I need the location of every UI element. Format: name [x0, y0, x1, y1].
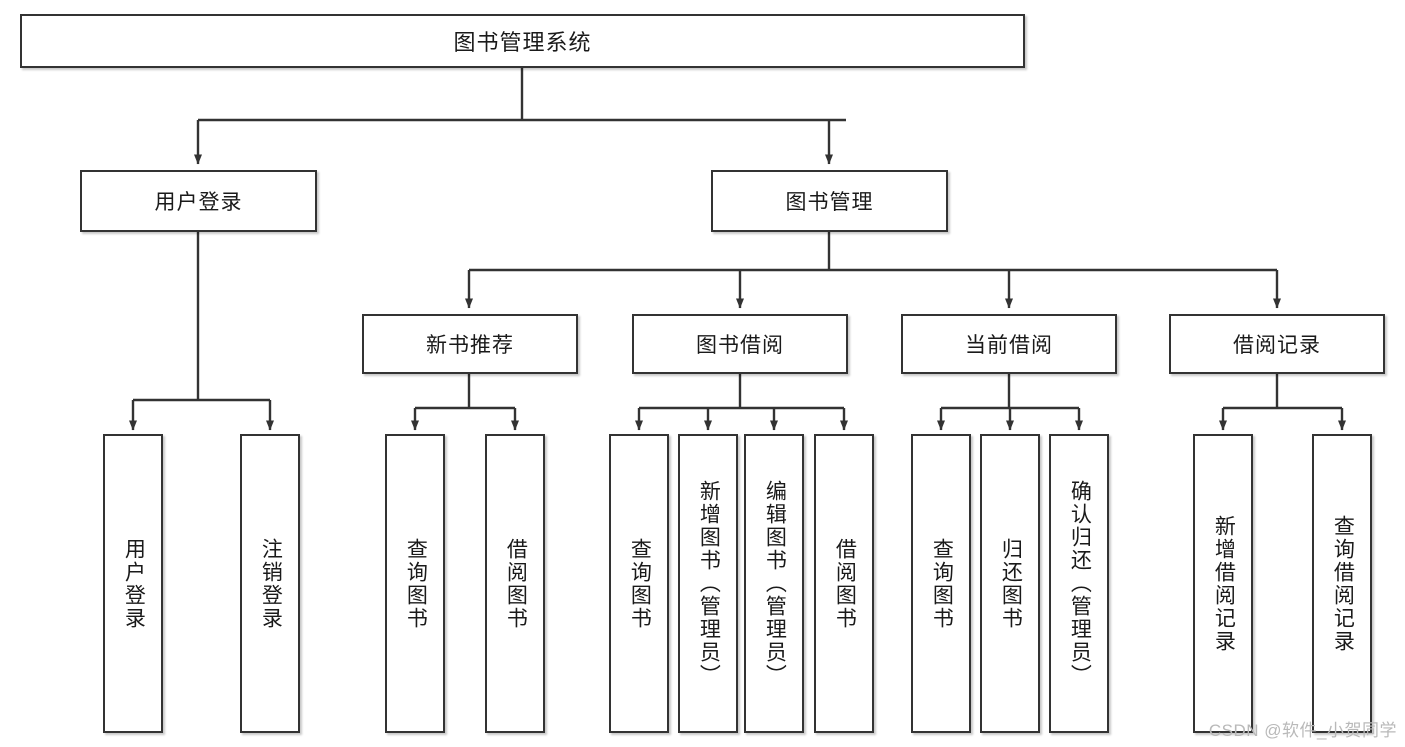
node-current-borrow-label: 当前借阅 — [965, 334, 1053, 357]
node-borrow-record[interactable]: 借阅记录 — [1169, 314, 1385, 374]
node-leaf-borrow-book-1[interactable]: 借阅图书 — [485, 434, 545, 733]
node-book-borrow[interactable]: 图书借阅 — [632, 314, 848, 374]
node-leaf-query-book-3[interactable]: 查询图书 — [911, 434, 971, 733]
node-leaf-borrow-book-2[interactable]: 借阅图书 — [814, 434, 874, 733]
node-new-book-recommend[interactable]: 新书推荐 — [362, 314, 578, 374]
node-leaf-query-book-2[interactable]: 查询图书 — [609, 434, 669, 733]
node-user-login-label: 用户登录 — [154, 191, 243, 214]
node-leaf-borrow-book-1-label: 借阅图书 — [504, 537, 528, 630]
node-leaf-add-book[interactable]: 新增图书（管理员） — [678, 434, 738, 733]
node-root[interactable]: 图书管理系统 — [20, 14, 1025, 68]
node-leaf-logout-login[interactable]: 注销登录 — [240, 434, 300, 733]
node-leaf-query-record[interactable]: 查询借阅记录 — [1312, 434, 1372, 733]
node-borrow-record-label: 借阅记录 — [1233, 334, 1321, 357]
node-leaf-query-book-2-label: 查询图书 — [628, 537, 652, 630]
node-leaf-user-login-label: 用户登录 — [122, 537, 146, 630]
node-leaf-logout-login-label: 注销登录 — [259, 537, 283, 630]
node-leaf-add-book-label: 新增图书（管理员） — [697, 480, 721, 687]
node-leaf-query-book-1[interactable]: 查询图书 — [385, 434, 445, 733]
node-new-book-recommend-label: 新书推荐 — [426, 334, 514, 357]
node-leaf-confirm-return[interactable]: 确认归还（管理员） — [1049, 434, 1109, 733]
node-leaf-query-book-1-label: 查询图书 — [404, 537, 428, 630]
node-leaf-return-book-label: 归还图书 — [999, 537, 1023, 630]
node-book-manage[interactable]: 图书管理 — [711, 170, 948, 232]
node-leaf-borrow-book-2-label: 借阅图书 — [833, 537, 857, 630]
node-book-borrow-label: 图书借阅 — [696, 334, 784, 357]
node-leaf-query-book-3-label: 查询图书 — [930, 537, 954, 630]
node-user-login[interactable]: 用户登录 — [80, 170, 317, 232]
node-leaf-add-record-label: 新增借阅记录 — [1212, 514, 1236, 653]
node-current-borrow[interactable]: 当前借阅 — [901, 314, 1117, 374]
node-leaf-confirm-return-label: 确认归还（管理员） — [1068, 480, 1092, 687]
node-leaf-user-login[interactable]: 用户登录 — [103, 434, 163, 733]
node-leaf-edit-book-label: 编辑图书（管理员） — [763, 480, 787, 687]
node-leaf-return-book[interactable]: 归还图书 — [980, 434, 1040, 733]
watermark-text: CSDN @软件_小贺同学 — [1208, 721, 1397, 740]
node-book-manage-label: 图书管理 — [785, 191, 874, 214]
node-leaf-query-record-label: 查询借阅记录 — [1331, 514, 1355, 653]
node-leaf-add-record[interactable]: 新增借阅记录 — [1193, 434, 1253, 733]
node-root-label: 图书管理系统 — [453, 30, 592, 55]
node-leaf-edit-book[interactable]: 编辑图书（管理员） — [744, 434, 804, 733]
